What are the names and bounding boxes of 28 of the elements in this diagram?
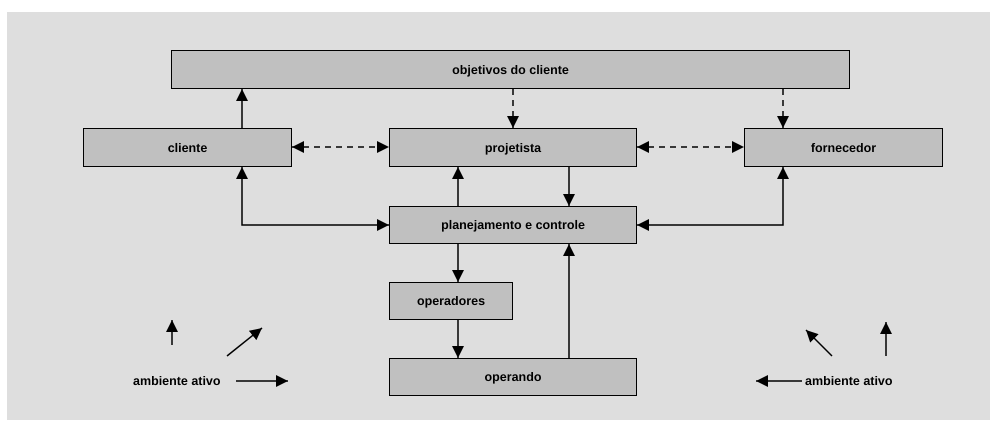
arrow (452, 244, 464, 282)
process-box (389, 206, 637, 244)
process-box (83, 128, 292, 167)
dashed-arrow (507, 89, 519, 128)
arrow (236, 167, 389, 231)
arrow (452, 320, 464, 358)
node-label: planejamento e controle (441, 218, 585, 232)
node-label: operadores (416, 294, 486, 308)
dashed-arrow (777, 89, 789, 128)
arrow (563, 167, 575, 206)
arrow (563, 244, 575, 358)
arrow (637, 167, 789, 231)
node-label: cliente (168, 140, 208, 154)
dashed-arrow (292, 141, 389, 153)
environment-label: ambiente ativo (133, 374, 221, 388)
node-label: operando (484, 370, 542, 384)
arrow (236, 89, 248, 128)
process-box (389, 128, 637, 167)
process-box (171, 50, 850, 89)
process-box (389, 282, 513, 320)
environment-label: ambiente ativo (805, 374, 893, 388)
node-label: projetista (484, 140, 542, 154)
node-label: objetivos do cliente (452, 62, 569, 76)
process-box (389, 358, 637, 396)
process-box (744, 128, 943, 167)
dashed-arrow (637, 141, 744, 153)
arrow (452, 167, 464, 206)
node-label: fornecedor (810, 140, 876, 154)
